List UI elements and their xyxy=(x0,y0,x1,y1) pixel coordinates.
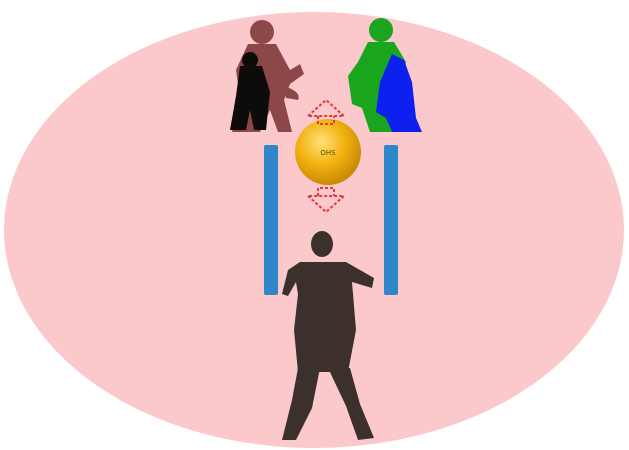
top-right-front-player xyxy=(376,54,422,132)
right-post xyxy=(384,145,398,295)
up-arrow xyxy=(305,98,347,125)
bottom-player xyxy=(282,231,374,440)
top-left-front-player xyxy=(230,52,270,130)
ball: OHS xyxy=(295,119,361,185)
top-left-player-pair xyxy=(230,20,304,132)
down-arrow xyxy=(305,187,347,214)
ball-label: OHS xyxy=(320,149,336,157)
left-post xyxy=(264,145,278,295)
top-right-player-pair xyxy=(348,18,422,132)
playing-field xyxy=(4,12,624,448)
